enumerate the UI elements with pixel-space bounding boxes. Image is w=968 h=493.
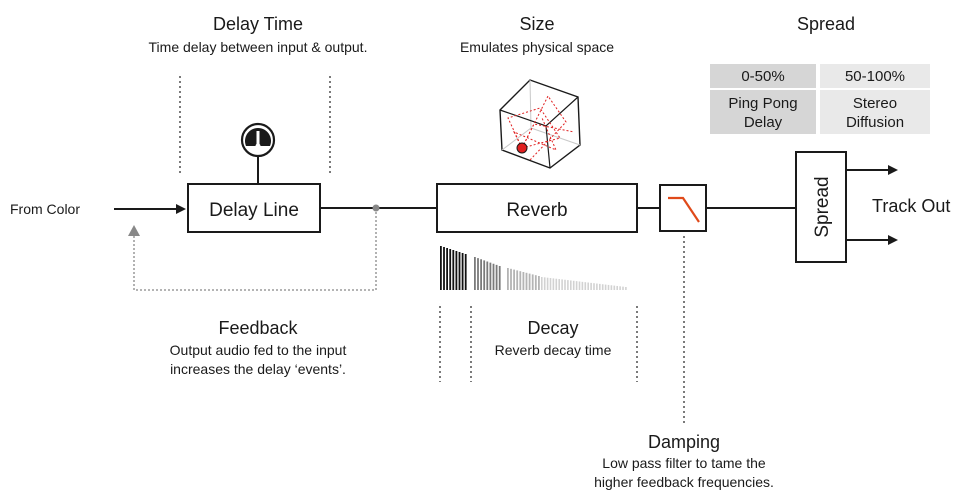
decay-bar: [567, 280, 569, 290]
decay-bar: [510, 268, 512, 290]
decay-bar: [486, 261, 489, 290]
gauge-icon: [240, 122, 276, 158]
decay-bars-icon: [440, 246, 627, 290]
room-cube-icon: [499, 79, 581, 169]
decay-bar: [616, 285, 618, 290]
decay-bar: [607, 284, 610, 290]
lowpass-filter-icon: [668, 196, 700, 223]
decay-bar: [458, 252, 461, 290]
decay-bar: [601, 284, 604, 290]
input-label: From Color: [10, 201, 80, 217]
decay-bar: [625, 287, 627, 290]
decay-bar: [587, 282, 589, 290]
decay-bar: [498, 266, 501, 290]
decay-description: Reverb decay time: [495, 342, 612, 358]
spread-mode-high-cell: [820, 90, 930, 134]
decay-bar: [440, 246, 442, 290]
decay-bar: [604, 284, 607, 290]
decay-bar: [572, 280, 575, 290]
spread-range-high-cell: [820, 64, 930, 88]
spread-mode-low-line1: Ping Pong: [728, 95, 797, 112]
spread-box-label: Spread: [812, 176, 833, 237]
decay-bar: [446, 248, 448, 290]
spread-range-low: 0-50%: [741, 68, 784, 85]
decay-bar: [570, 280, 572, 290]
decay-bar: [489, 262, 492, 290]
feedback-title: Feedback: [218, 318, 298, 338]
decay-bar: [599, 283, 601, 290]
decay-bar: [584, 282, 587, 290]
decay-bar: [464, 254, 467, 290]
spread-mode-high-line2: Diffusion: [846, 114, 904, 131]
decay-bar: [575, 281, 578, 290]
feedback-description-line1: Output audio fed to the input: [170, 342, 347, 358]
delay-time-title: Delay Time: [213, 14, 303, 34]
decay-bar: [622, 286, 624, 290]
decay-bar: [564, 279, 566, 290]
decay-bar: [455, 251, 458, 290]
decay-bar: [477, 258, 479, 290]
decay-bar: [593, 283, 595, 290]
spread-title: Spread: [797, 14, 855, 34]
decay-bar: [519, 271, 522, 290]
delay-line-label: Delay Line: [209, 200, 299, 221]
decay-bar: [513, 269, 515, 290]
damping-title: Damping: [648, 432, 720, 452]
decay-bar: [531, 274, 534, 290]
decay-bar: [546, 277, 549, 290]
decay-bar: [541, 277, 543, 290]
spread-box: [795, 151, 847, 263]
spread-range-low-cell: [710, 64, 816, 88]
decay-bar: [578, 281, 581, 290]
decay-bar: [555, 278, 558, 290]
spread-mode-low-line2: Delay: [744, 114, 783, 131]
size-title: Size: [519, 14, 554, 34]
decay-bar: [522, 272, 525, 290]
size-description: Emulates physical space: [460, 39, 614, 55]
output-label: Track Out: [872, 196, 950, 216]
decay-bar: [449, 249, 452, 290]
decay-bar: [461, 253, 464, 290]
feedback-tap-point: [372, 204, 380, 212]
decay-bar: [543, 277, 546, 290]
reverb-box: [436, 183, 638, 233]
decay-bar: [452, 250, 455, 290]
spread-range-high: 50-100%: [845, 68, 905, 85]
decay-bar: [443, 247, 445, 290]
decay-bar: [480, 259, 482, 290]
decay-bar: [492, 263, 495, 290]
decay-bar: [538, 276, 540, 290]
damping-description-line2: higher feedback frequencies.: [594, 474, 774, 490]
decay-bar: [528, 273, 531, 290]
decay-bar: [558, 279, 560, 290]
spread-mode-low-cell: [710, 90, 816, 134]
decay-bar: [483, 260, 486, 290]
damping-filter-box: [659, 184, 707, 232]
decay-bar: [549, 278, 552, 290]
decay-bar: [534, 275, 537, 290]
decay-bar: [495, 264, 498, 290]
reverb-label: Reverb: [506, 200, 567, 221]
decay-bar: [581, 281, 584, 290]
decay-bar: [619, 286, 621, 290]
decay-bar: [474, 257, 476, 290]
decay-bar: [596, 283, 598, 290]
spread-mode-table: 0-50% 50-100% Ping Pong Delay Stereo Dif…: [710, 64, 930, 134]
spread-mode-high-line1: Stereo: [853, 95, 897, 112]
decay-bar: [590, 282, 592, 290]
decay-bar: [525, 272, 528, 290]
decay-bar: [561, 279, 563, 290]
feedback-description-line2: increases the delay ‘events’.: [170, 361, 346, 377]
damping-description-line1: Low pass filter to tame the: [602, 455, 766, 471]
decay-bar: [516, 270, 519, 290]
decay-title: Decay: [527, 318, 578, 338]
feedback-loop: [128, 212, 377, 291]
decay-bar: [613, 285, 616, 290]
decay-bar: [552, 278, 555, 290]
decay-bar: [507, 268, 509, 290]
decay-bar: [610, 285, 613, 290]
delay-time-description: Time delay between input & output.: [149, 39, 368, 55]
